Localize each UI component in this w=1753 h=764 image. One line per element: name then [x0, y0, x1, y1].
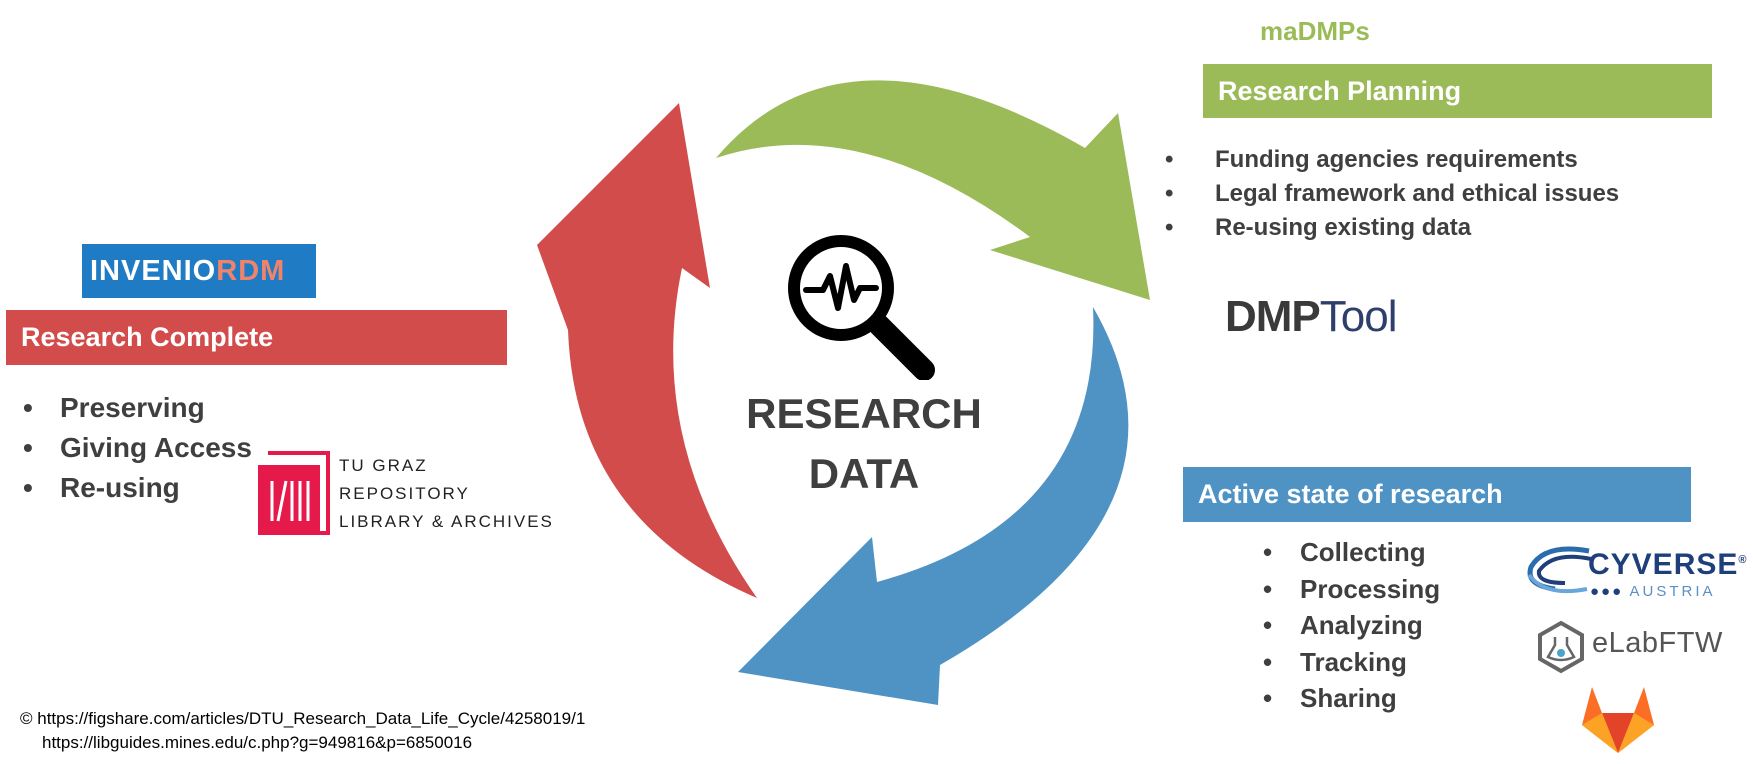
research-planning-banner: Research Planning [1203, 64, 1712, 118]
list-item: Analyzing [1263, 607, 1440, 644]
tu-graz-line3: LIBRARY & ARCHIVES [339, 512, 554, 531]
magnifier-pulse-icon [788, 235, 935, 380]
center-title-line2: DATA [808, 450, 920, 497]
madmps-label: maDMPs [1260, 16, 1370, 46]
research-complete-banner: Research Complete [6, 310, 507, 365]
tu-graz-line1: TU GRAZ [339, 456, 428, 475]
list-item: Legal framework and ethical issues [1165, 177, 1655, 211]
tu-graz-line2: REPOSITORY [339, 484, 470, 503]
invenio-logo-part2: RDM [216, 254, 286, 287]
cyverse-swirl-icon [1527, 546, 1592, 594]
list-item: Re-using [23, 468, 252, 508]
copyright-notice: © https://figshare.com/articles/DTU_Rese… [20, 707, 585, 755]
list-item: Giving Access [23, 428, 252, 468]
cyverse-subtitle: ●●● AUSTRIA [1590, 583, 1716, 600]
cyverse-logo-text: CYVERSE® [1588, 548, 1748, 582]
green-arrow [716, 80, 1150, 301]
list-item: Tracking [1263, 644, 1440, 681]
dmptool-logo-part2: Tool [1319, 292, 1398, 341]
tu-graz-repository-logo: TU GRAZ REPOSITORY LIBRARY & ARCHIVES [339, 452, 554, 536]
list-item: Processing [1263, 571, 1440, 608]
cyverse-subtitle-text: AUSTRIA [1629, 583, 1716, 600]
cyverse-registered-mark: ® [1738, 554, 1748, 566]
copyright-line2: https://libguides.mines.edu/c.php?g=9498… [42, 733, 473, 752]
copyright-line1: © https://figshare.com/articles/DTU_Rese… [20, 709, 586, 728]
elabftw-hexagon-icon [1538, 620, 1584, 674]
red-arrow [537, 103, 757, 598]
dmptool-logo: DMPTool [1225, 292, 1397, 342]
active-state-banner: Active state of research [1183, 467, 1691, 522]
cyverse-name: CYVERSE [1588, 548, 1739, 581]
dmptool-logo-part1: DMP [1225, 292, 1321, 341]
list-item: Collecting [1263, 534, 1440, 571]
list-item: Re-using existing data [1165, 211, 1655, 245]
gitlab-fox-icon [1582, 687, 1654, 753]
cyverse-dots-icon: ●●● [1590, 583, 1624, 600]
tu-graz-repository-icon [258, 451, 330, 535]
list-item: Sharing [1263, 680, 1440, 717]
research-complete-list: Preserving Giving Access Re-using [23, 388, 252, 508]
invenio-logo-part1: INVENIO [90, 254, 217, 287]
list-item: Preserving [23, 388, 252, 428]
center-title-line1: RESEARCH [746, 390, 982, 437]
active-state-list: Collecting Processing Analyzing Tracking… [1263, 534, 1440, 717]
list-item: Funding agencies requirements [1165, 143, 1655, 177]
blue-arrow [738, 307, 1129, 705]
elabftw-logo-text: eLabFTW [1592, 627, 1723, 659]
research-planning-list: Funding agencies requirements Legal fram… [1165, 143, 1655, 245]
